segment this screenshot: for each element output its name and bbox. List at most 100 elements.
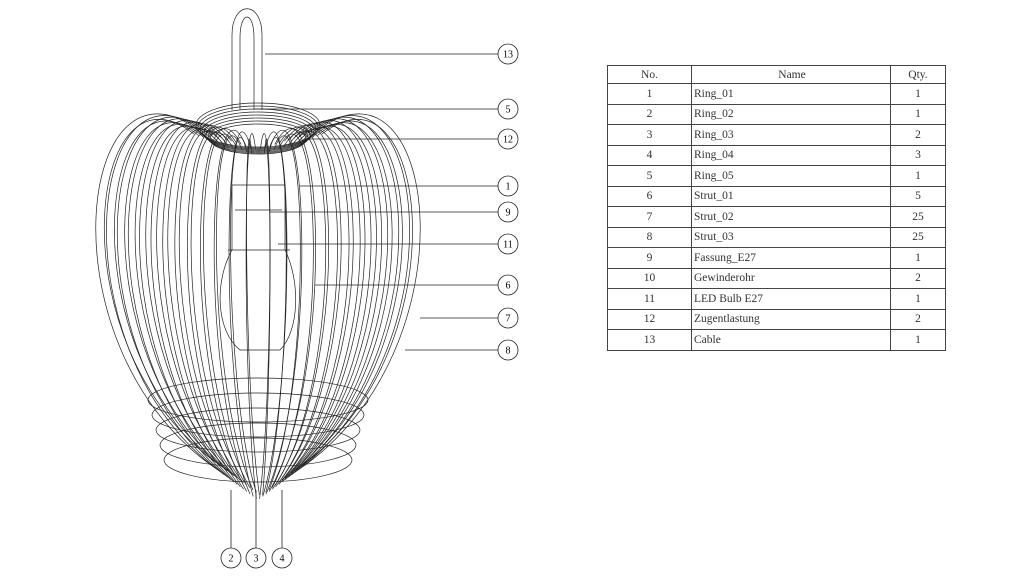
cell-qty: 3	[890, 144, 946, 166]
top-ring	[209, 123, 307, 155]
balloon-label: 9	[506, 208, 511, 219]
cell-name: Ring_04	[691, 144, 891, 166]
cell-qty: 2	[890, 124, 946, 146]
lamp-body	[95, 8, 421, 499]
strut	[262, 138, 271, 495]
cell-qty: 25	[890, 206, 946, 228]
cell-no: 13	[607, 329, 692, 351]
cell-qty: 1	[890, 103, 946, 125]
cell-no: 5	[607, 165, 692, 187]
strut	[246, 138, 260, 495]
strut	[139, 120, 232, 480]
strut	[284, 120, 377, 480]
socket	[228, 209, 290, 251]
cell-no: 8	[607, 226, 692, 248]
cell-name: Cable	[691, 329, 891, 351]
cell-name: LED Bulb E27	[691, 288, 891, 310]
strut	[271, 133, 314, 488]
cell-no: 7	[607, 206, 692, 228]
strut	[134, 123, 231, 474]
top-ring	[197, 105, 319, 149]
cell-no: 11	[607, 288, 692, 310]
bottom-ring	[151, 392, 365, 438]
cable	[239, 16, 255, 110]
strut	[300, 119, 413, 467]
balloon-9: 9	[497, 201, 519, 223]
balloon-8: 8	[497, 339, 519, 361]
balloon-label: 12	[503, 135, 513, 146]
cell-name: Fassung_E27	[691, 247, 891, 269]
balloon-5: 5	[497, 98, 519, 120]
strut	[259, 133, 271, 499]
strut	[114, 120, 225, 469]
cell-qty: 1	[890, 165, 946, 187]
top-ring	[203, 114, 313, 152]
balloon-4: 4	[271, 547, 293, 569]
top-ring	[201, 111, 315, 151]
balloon-label: 7	[506, 314, 511, 325]
cell-qty: 1	[890, 329, 946, 351]
balloon-12: 12	[497, 128, 519, 150]
header-no: No.	[607, 65, 692, 84]
cable	[231, 8, 263, 110]
strut	[278, 123, 354, 485]
balloon-13: 13	[497, 43, 519, 65]
balloon-label: 2	[229, 554, 234, 565]
strut	[216, 135, 254, 491]
cell-no: 1	[607, 83, 692, 105]
strut	[103, 119, 222, 467]
strut	[228, 131, 254, 497]
cell-qty: 5	[890, 185, 946, 207]
top-ring	[207, 120, 309, 154]
strut	[230, 137, 257, 493]
cell-name: Ring_02	[691, 103, 891, 125]
cell-name: Ring_05	[691, 165, 891, 187]
top-ring	[195, 102, 321, 148]
top-ring	[205, 117, 311, 153]
balloon-label: 6	[506, 281, 511, 292]
cell-name: Strut_02	[691, 206, 891, 228]
balloon-label: 5	[506, 105, 511, 116]
strut	[150, 121, 235, 483]
balloon-7: 7	[497, 307, 519, 329]
cell-name: Strut_01	[691, 185, 891, 207]
strut	[291, 116, 399, 476]
header-name: Name	[691, 65, 891, 84]
balloon-label: 13	[503, 50, 513, 61]
balloon-2: 2	[220, 547, 242, 569]
balloon-11: 11	[497, 233, 519, 255]
balloon-6: 6	[497, 274, 519, 296]
strut	[297, 113, 421, 471]
strut	[162, 123, 238, 485]
cell-qty: 1	[890, 83, 946, 105]
bottom-ring	[163, 437, 353, 483]
bottom-ring	[155, 407, 361, 453]
balloon-label: 3	[254, 554, 259, 565]
strut	[200, 128, 248, 492]
bulb	[219, 184, 297, 351]
strut	[174, 124, 241, 488]
table-header-row: No. Name Qty.	[607, 65, 946, 84]
balloon-label: 11	[503, 240, 513, 251]
cell-name: Ring_01	[691, 83, 891, 105]
strut	[117, 116, 225, 476]
bottom-ring	[147, 377, 369, 423]
strut	[178, 130, 244, 484]
strut	[297, 120, 403, 469]
balloon-1: 1	[497, 175, 519, 197]
cell-qty: 2	[890, 308, 946, 330]
cell-no: 2	[607, 103, 692, 125]
